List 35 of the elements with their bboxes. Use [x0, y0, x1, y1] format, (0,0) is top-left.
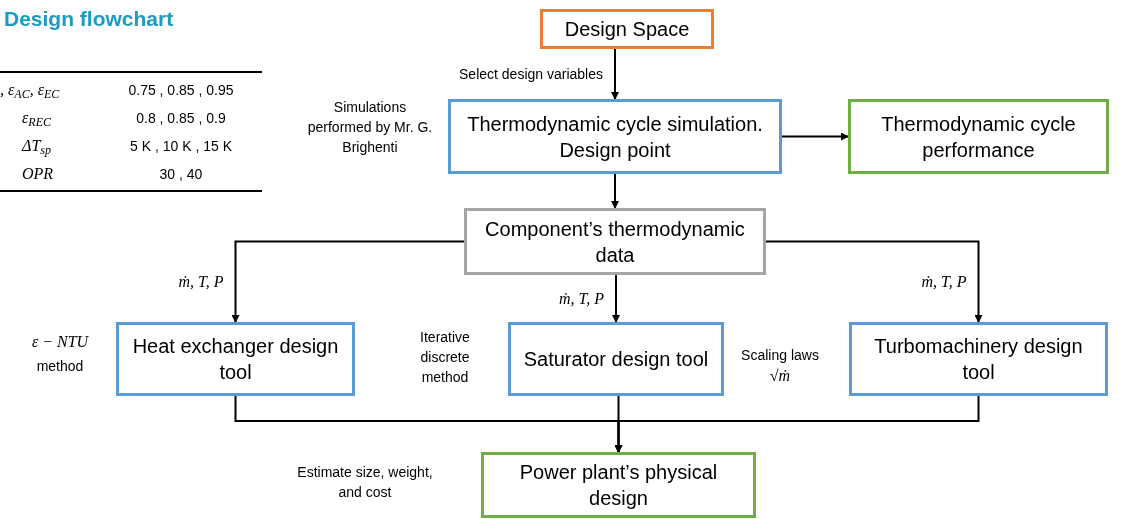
process-box: Saturator design tool: [508, 322, 724, 396]
edge-label: ṁ, T, P: [920, 271, 967, 292]
process-box: Component’s thermodynamic data: [464, 208, 766, 275]
annotation-text: Simulations performed by Mr. G. Brighenti: [306, 98, 434, 157]
annotation-text: √ṁ: [768, 366, 792, 386]
process-box: Thermodynamic cycle simulation. Design point: [448, 99, 782, 174]
annotation-text: Estimate size, weight, and cost: [296, 463, 434, 502]
table-cell-text: 5 K , 10 K , 15 K: [129, 137, 233, 156]
table-cell-text: , ε$_{AC}$, ε$_{EC}$: [0, 80, 60, 100]
table-cell-text: ε$_{REC}$: [21, 108, 51, 128]
process-box: Turbomachinery design tool: [849, 322, 1108, 396]
process-box: Heat exchanger design tool: [116, 322, 355, 396]
table-cell-text: OPR: [21, 164, 54, 184]
process-box: Design Space: [540, 9, 714, 49]
arrow: [611, 48, 619, 100]
process-box: Thermodynamic cycle performance: [848, 99, 1109, 174]
arrow: [231, 240, 465, 323]
edge-label: ṁ, T, P: [557, 288, 604, 309]
arrow: [765, 240, 983, 323]
annotation-text: method: [35, 357, 85, 376]
process-box: Power plant’s physical design: [481, 452, 756, 518]
table-cell-text: 0.75 , 0.85 , 0.95: [127, 81, 235, 100]
arrow: [781, 132, 849, 141]
table-cell-text: ΔT$_{sp}$: [20, 136, 51, 156]
annotation-text: ε − NTU: [30, 332, 90, 352]
annotation-text: Scaling laws: [740, 346, 820, 365]
edge-label: ṁ, T, P: [177, 271, 224, 292]
arrow: [614, 395, 980, 453]
diagram-title: Design flowchart: [4, 6, 174, 32]
annotation-text: Iterative discrete method: [419, 328, 471, 387]
edge-label: Select design variables: [458, 65, 603, 84]
arrow: [612, 274, 620, 323]
table-cell-text: 30 , 40: [158, 165, 204, 184]
arrow: [611, 173, 619, 209]
table-cell-text: 0.8 , 0.85 , 0.9: [135, 109, 227, 128]
